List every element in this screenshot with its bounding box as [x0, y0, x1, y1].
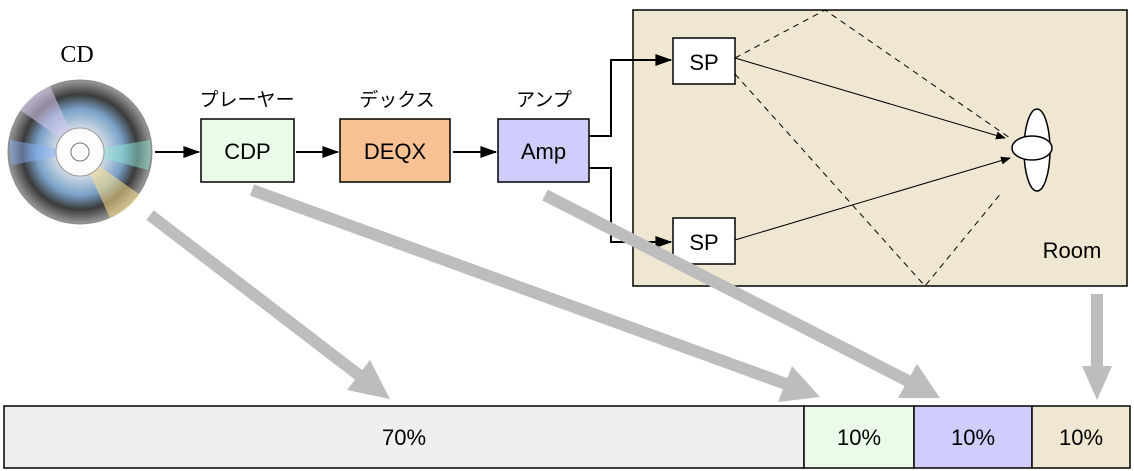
- cd-label: CD: [60, 42, 93, 68]
- contribution-arrows: [146, 184, 1112, 402]
- direct-sound-line: [734, 156, 1011, 241]
- share-bar-segment-cdp: [803, 405, 915, 469]
- amp-caption: アンプ: [516, 89, 572, 111]
- speaker-top: SP: [672, 37, 736, 85]
- share-bar-segment-room: [1031, 405, 1131, 469]
- direct-sound-line: [734, 57, 1006, 140]
- share-bar-label-cdp: 10%: [837, 425, 881, 450]
- share-bar-label-cd: 70%: [382, 425, 426, 450]
- contribution-arrow-amp: [542, 189, 940, 398]
- speaker-bottom-label: SP: [689, 230, 718, 255]
- room-label: Room: [1043, 238, 1102, 263]
- contribution-arrow-room: [1082, 294, 1112, 400]
- share-bar-label-amp: 10%: [951, 425, 995, 450]
- deqx-box: DEQX: [339, 118, 451, 183]
- deqx-caption: デックス: [359, 89, 434, 111]
- reflection-path: [734, 73, 1003, 287]
- cdp-box: CDP: [200, 118, 295, 183]
- listener-head-icon: [1011, 108, 1053, 192]
- cdp-caption: プレーヤー: [199, 89, 294, 111]
- share-bar: 70% 10% 10% 10%: [3, 405, 1131, 469]
- amp-box: Amp: [497, 118, 590, 183]
- direct-sound-paths: [734, 57, 1011, 241]
- contribution-arrow-cdp: [249, 184, 820, 402]
- cdp-label: CDP: [224, 139, 270, 164]
- deqx-label: DEQX: [364, 139, 427, 164]
- cd-disc-icon: [7, 79, 153, 225]
- share-bar-label-room: 10%: [1059, 425, 1103, 450]
- speaker-bottom: SP: [672, 217, 736, 265]
- speaker-top-label: SP: [689, 50, 718, 75]
- share-bar-segment-amp: [913, 405, 1033, 469]
- amp-label: Amp: [521, 139, 566, 164]
- contribution-arrow-cd: [146, 210, 390, 399]
- share-bar-segment-cd: [3, 405, 805, 469]
- reflection-path: [734, 9, 1011, 139]
- room: SP SP Room: [632, 9, 1128, 287]
- reflection-paths: [734, 9, 1011, 287]
- arrow-amp-to-speaker-top: [589, 54, 673, 137]
